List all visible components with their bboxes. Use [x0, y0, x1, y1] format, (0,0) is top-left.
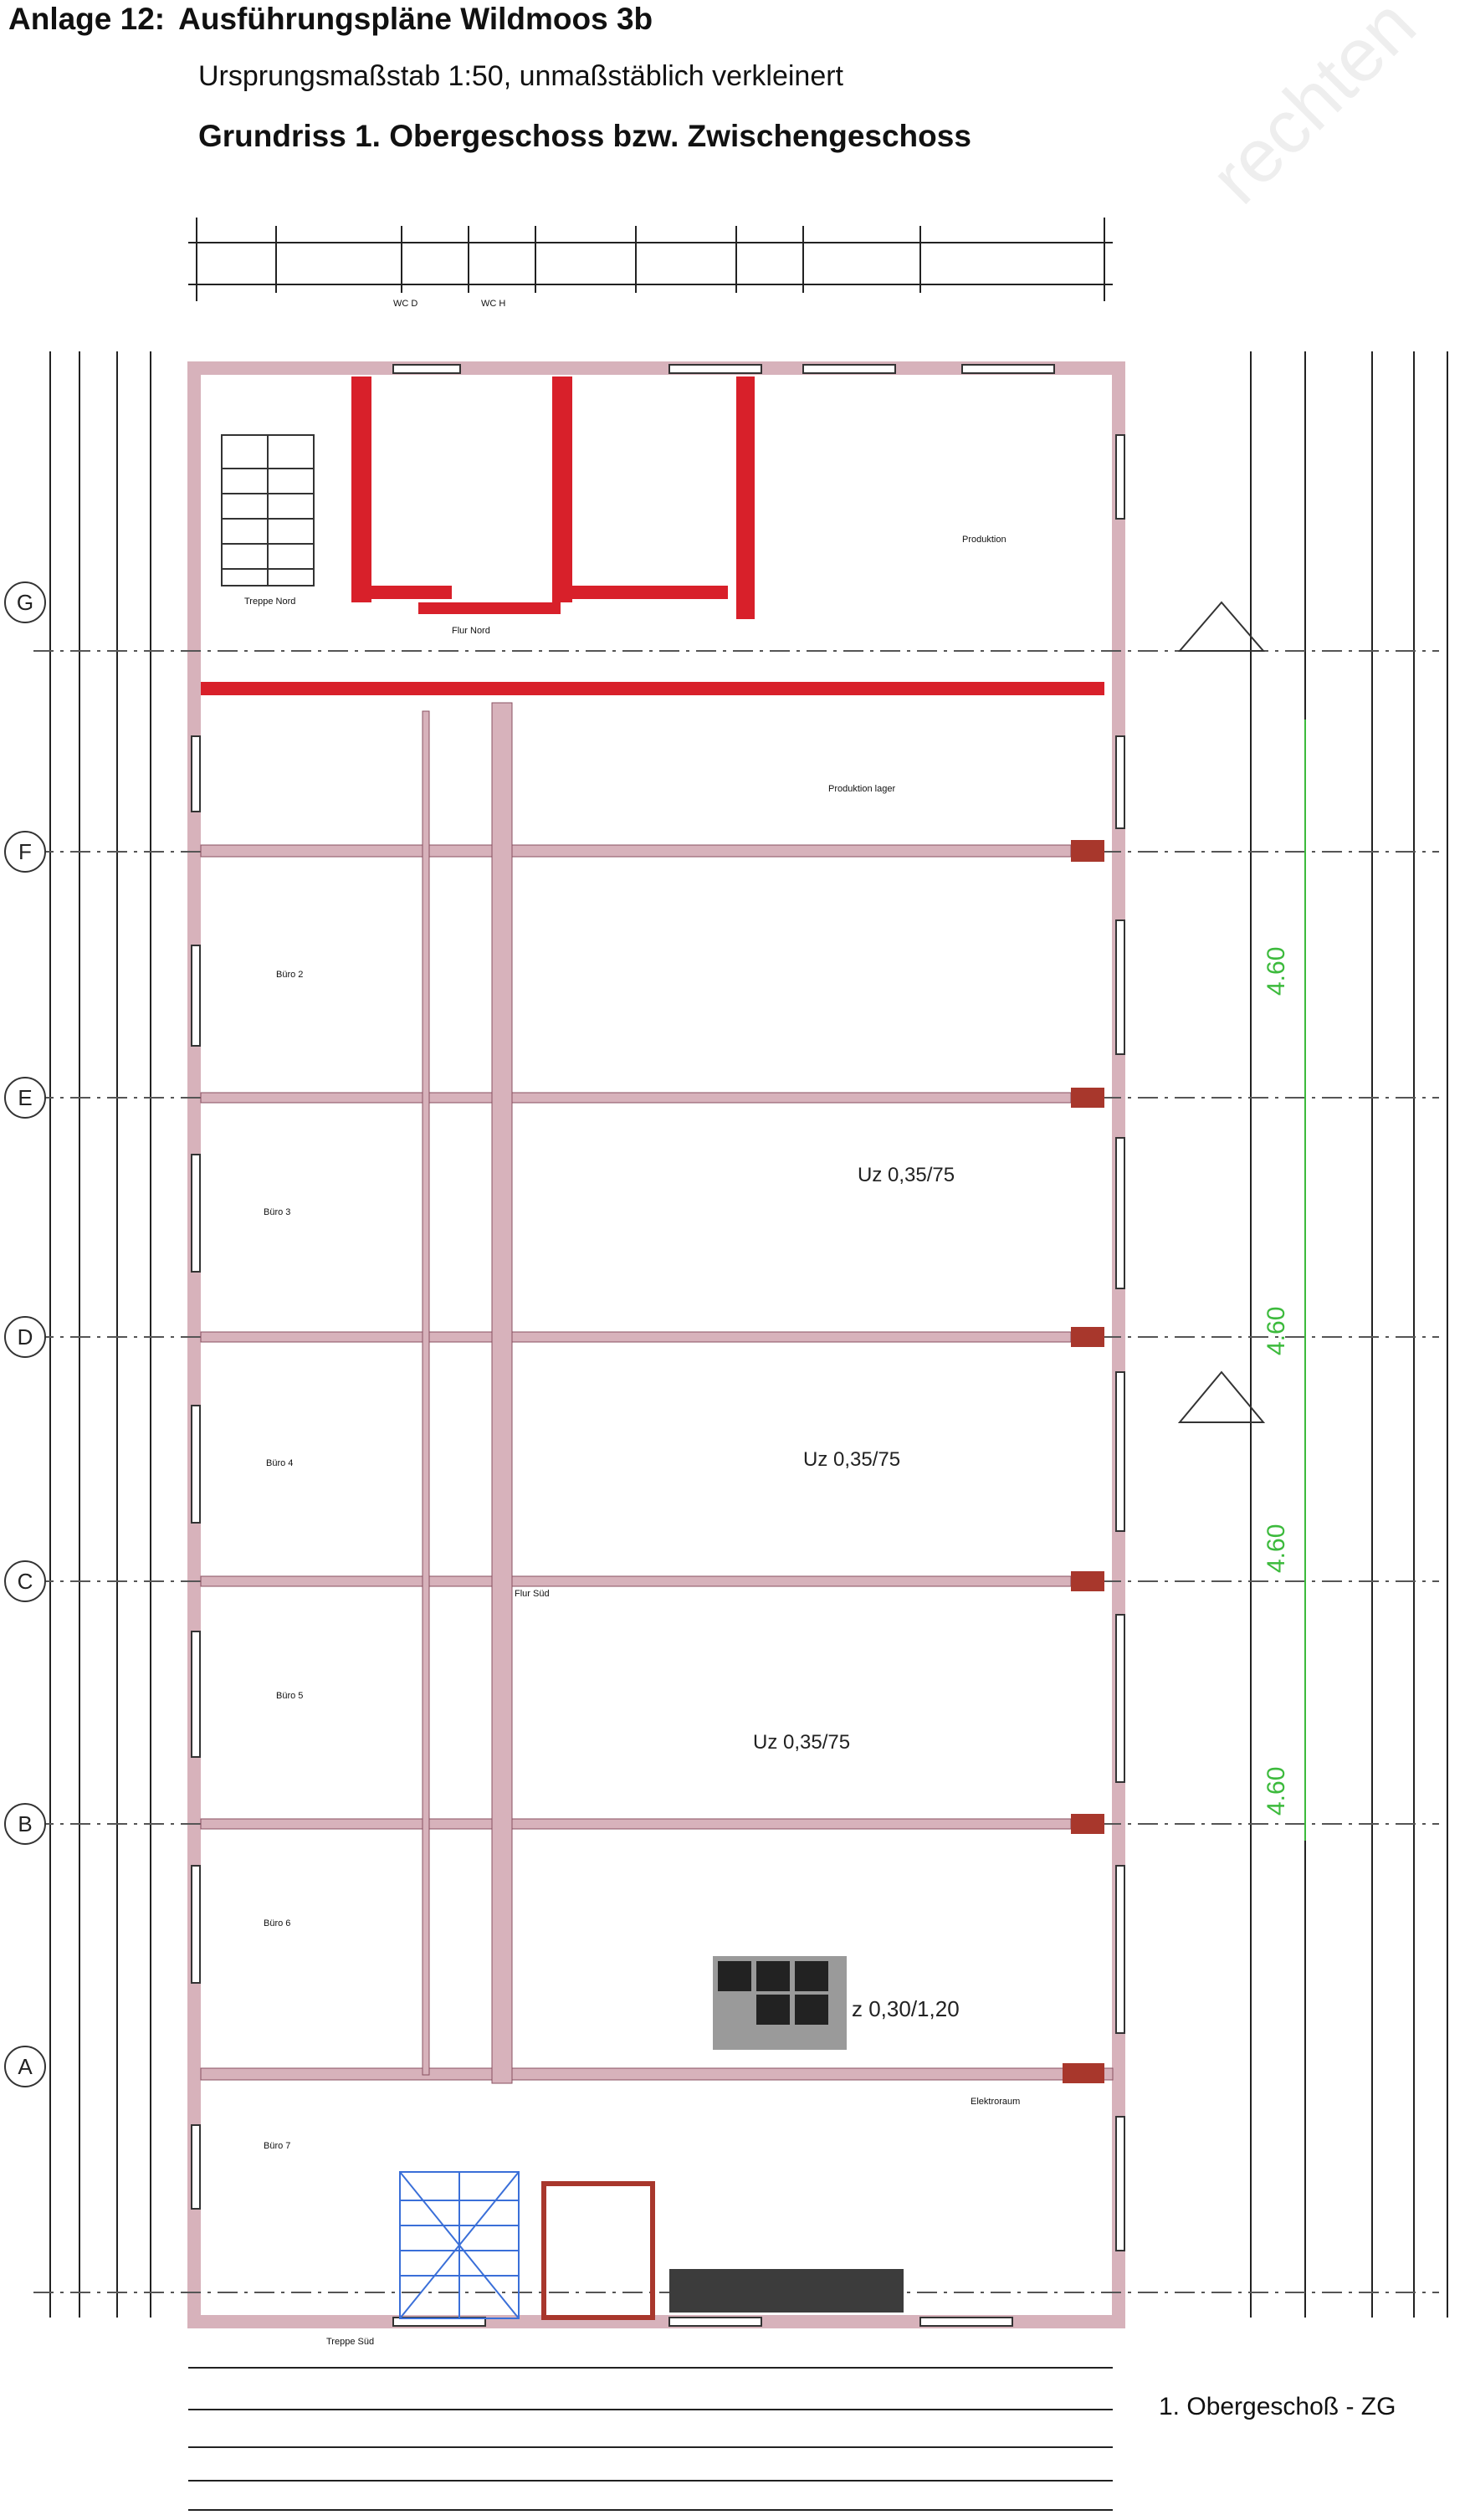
room-label-buero-4: Büro 4 [266, 1458, 293, 1468]
axis-label-a: A [18, 2054, 33, 2079]
room-label-wc-h: WC H [481, 299, 505, 309]
room-label-flur-sued: Flur Süd [515, 1589, 550, 1599]
left-dimension-lines [49, 351, 151, 2318]
z-label: z 0,30/1,20 [852, 1996, 960, 2021]
uz-label-2: Uz 0,35/75 [803, 1448, 900, 1471]
room-label-produktion: Produktion [962, 535, 1006, 545]
room-label-buero-7: Büro 7 [264, 2141, 290, 2151]
room-label-buero-3: Büro 3 [264, 1207, 290, 1217]
room-label-treppe-nord: Treppe Nord [244, 597, 295, 607]
room-label-treppe-sued: Treppe Süd [326, 2337, 374, 2347]
room-label-wc-d: WC D [393, 299, 417, 309]
axis-label-g: G [17, 590, 33, 615]
floor-level-label: 1. Obergeschoß - ZG [1159, 2393, 1396, 2420]
span-label: 4.60 [1263, 947, 1290, 996]
axis-bubbles [4, 581, 46, 2087]
room-label-buero-6: Büro 6 [264, 1918, 290, 1928]
bottom-dimension-lines [188, 2367, 1113, 2511]
room-label-buero-5: Büro 5 [276, 1691, 303, 1701]
exterior-wall [187, 361, 1125, 2328]
red-walls-north [201, 376, 1104, 695]
interior-walls [200, 702, 1114, 2084]
axis-label-f: F [18, 839, 32, 864]
uz-label-3: Uz 0,35/75 [753, 1731, 850, 1754]
span-label: 4.60 [1263, 1524, 1290, 1573]
room-label-flur-nord: Flur Nord [452, 626, 490, 636]
section-markers [1177, 601, 1266, 1423]
room-label-elektroraum: Elektroraum [971, 2097, 1020, 2107]
equipment-symbol [713, 1956, 847, 2050]
shaft-wall [541, 2181, 655, 2320]
annex-prefix: Anlage 12: [8, 2, 166, 36]
column-blocks [1063, 840, 1104, 2083]
annex-name: Ausführungspläne Wildmoos 3b [178, 2, 653, 36]
span-label: 4.60 [1263, 1767, 1290, 1816]
room-label-produktion-lager: Produktion lager [828, 784, 895, 794]
top-dimension-lines [188, 218, 1113, 301]
dark-floor-block [669, 2269, 904, 2313]
plan-subtitle: Grundriss 1. Obergeschoss bzw. Zwischeng… [198, 119, 971, 153]
uz-label-1: Uz 0,35/75 [858, 1164, 955, 1186]
annex-title: Anlage 12: Ausführungspläne Wildmoos 3b [8, 2, 653, 37]
stair-north [221, 434, 315, 586]
stair-south [399, 2171, 520, 2319]
room-label-buero-2: Büro 2 [276, 970, 303, 980]
span-label: 4.60 [1263, 1307, 1290, 1355]
green-span-dimensions: 4.60 4.60 4.60 4.60 [1263, 720, 1306, 1841]
axis-label-e: E [18, 1085, 32, 1110]
axis-label-b: B [18, 1811, 32, 1836]
axis-label-d: D [18, 1324, 33, 1350]
scale-note: Ursprungsmaßstab 1:50, unmaßstäblich ver… [198, 60, 843, 92]
axis-label-c: C [18, 1569, 33, 1594]
floor-plan: G F E D C B A 4.60 4.60 4.60 4.60 Uz 0,3… [4, 218, 1448, 2511]
windows [191, 364, 1125, 2327]
